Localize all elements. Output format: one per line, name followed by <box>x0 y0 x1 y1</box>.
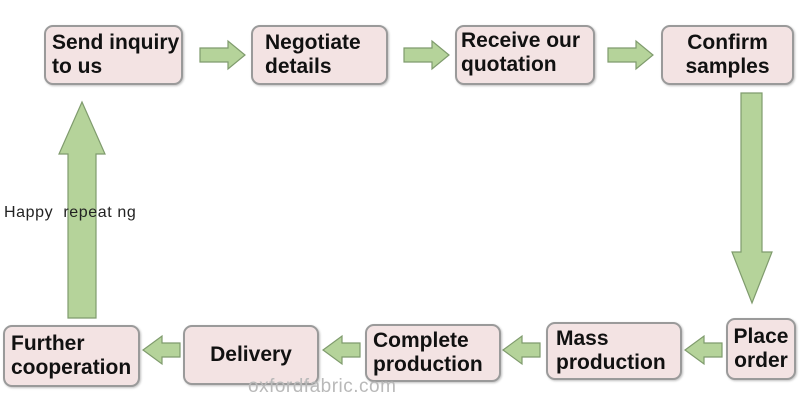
happy-repeating-caption: Happy repeat ng <box>4 204 137 221</box>
step-label: Delivery <box>210 343 292 366</box>
step-label: Further cooperation <box>11 332 132 379</box>
arrow-right-3 <box>607 39 654 71</box>
arrow-left-2 <box>501 334 541 366</box>
arrow-left-3 <box>321 334 361 366</box>
step-receive-quotation: Receive our quotation <box>455 25 595 85</box>
arrow-left-1 <box>683 334 723 366</box>
watermark: oxfordfabric.com <box>248 376 397 397</box>
step-label: Confirm samples <box>685 31 770 78</box>
step-label: Send inquiry to us <box>52 31 180 78</box>
arrow-up <box>58 100 106 319</box>
arrow-right-2 <box>403 39 450 71</box>
step-send-inquiry: Send inquiry to us <box>44 25 183 85</box>
step-further-cooperation: Further cooperation <box>3 325 140 387</box>
step-label: Place order <box>733 325 789 372</box>
arrow-right-1 <box>199 39 246 71</box>
step-label: Negotiate details <box>265 31 361 78</box>
arrow-down <box>731 92 773 305</box>
step-label: Receive our quotation <box>461 29 581 76</box>
step-delivery: Delivery <box>183 325 319 385</box>
step-confirm-samples: Confirm samples <box>661 25 794 85</box>
arrow-left-4 <box>141 334 181 366</box>
step-place-order: Place order <box>726 318 796 380</box>
step-label: Complete production <box>373 329 483 376</box>
step-negotiate-details: Negotiate details <box>251 25 388 85</box>
step-mass-production: Mass production <box>546 322 682 380</box>
step-label: Mass production <box>556 327 666 374</box>
step-complete-production: Complete production <box>365 324 501 382</box>
